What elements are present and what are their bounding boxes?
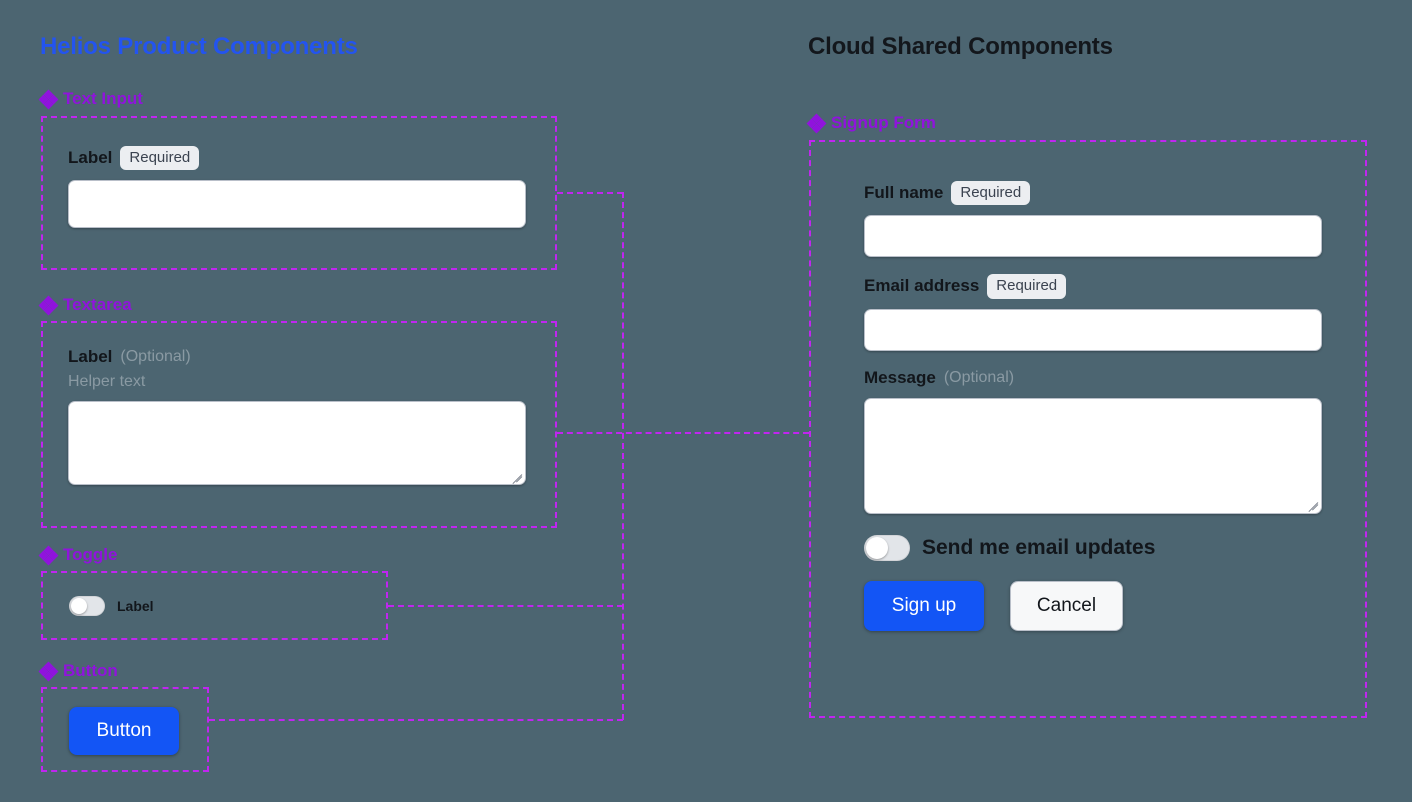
- four-diamond-icon: [38, 545, 59, 565]
- left-panel-title: Helios Product Components: [40, 33, 358, 60]
- four-diamond-icon: [38, 295, 59, 315]
- section-label-text: Signup Form: [831, 113, 936, 132]
- section-label-textarea: Textarea: [38, 295, 132, 315]
- toggle-switch[interactable]: [69, 596, 105, 616]
- right-panel-title: Cloud Shared Components: [808, 33, 1113, 60]
- component-frame-signup-form: Full name Required Email address Require…: [809, 140, 1367, 718]
- toggle-knob: [71, 598, 87, 614]
- required-badge: Required: [987, 274, 1067, 299]
- component-frame-textarea: Label (Optional) Helper text: [41, 321, 557, 528]
- component-frame-button: Button: [41, 687, 209, 772]
- component-frame-text-input: Label Required: [41, 116, 557, 270]
- toggle-knob: [866, 536, 888, 559]
- connector-trunk-vertical: [622, 192, 624, 720]
- required-badge: Required: [951, 181, 1031, 206]
- cancel-button[interactable]: Cancel: [1010, 580, 1123, 631]
- connector-button-horizontal: [209, 719, 623, 721]
- section-label-text: Textarea: [63, 295, 132, 314]
- textarea-field-header: Label (Optional): [68, 347, 526, 367]
- four-diamond-icon: [38, 661, 59, 681]
- helper-text: Helper text: [68, 373, 146, 390]
- newsletter-toggle-switch[interactable]: [864, 534, 910, 561]
- component-frame-toggle: Label: [41, 571, 388, 640]
- required-badge: Required: [120, 146, 200, 171]
- email-label: Email address: [864, 276, 980, 296]
- message-label: Message: [864, 367, 936, 387]
- connector-textarea-horizontal: [557, 432, 809, 434]
- newsletter-toggle-row[interactable]: Send me email updates: [864, 534, 1322, 561]
- text-input-field-header: Label Required: [68, 146, 526, 171]
- four-diamond-icon: [806, 113, 827, 133]
- toggle-label: Label: [117, 598, 154, 614]
- message-input[interactable]: [864, 397, 1322, 514]
- section-label-toggle: Toggle: [38, 545, 118, 565]
- section-label-text: Button: [63, 661, 118, 680]
- toggle-row[interactable]: Label: [69, 596, 154, 616]
- optional-note: (Optional): [120, 348, 191, 365]
- text-input[interactable]: [68, 180, 526, 229]
- connector-toggle-horizontal: [388, 605, 623, 607]
- form-actions: Sign up Cancel: [864, 580, 1322, 631]
- section-label-text: Toggle: [63, 545, 118, 564]
- demo-button[interactable]: Button: [69, 707, 179, 755]
- full-name-label: Full name: [864, 183, 944, 203]
- connector-text-input-horizontal: [557, 192, 623, 194]
- textarea-input[interactable]: [68, 401, 526, 485]
- email-field-header: Email address Required: [864, 274, 1322, 299]
- section-label-button: Button: [38, 661, 118, 681]
- sign-up-button[interactable]: Sign up: [864, 580, 984, 631]
- text-input-label: Label: [68, 148, 113, 168]
- full-name-input[interactable]: [864, 215, 1322, 258]
- newsletter-toggle-label: Send me email updates: [922, 535, 1156, 559]
- section-label-signup-form: Signup Form: [806, 113, 936, 133]
- textarea-label: Label: [68, 347, 113, 366]
- optional-note: (Optional): [943, 368, 1015, 386]
- email-input[interactable]: [864, 308, 1322, 351]
- section-label-text: Text Input: [63, 89, 143, 108]
- message-field-header: Message (Optional): [864, 368, 1322, 388]
- section-label-text-input: Text Input: [38, 89, 143, 109]
- four-diamond-icon: [38, 89, 59, 109]
- full-name-field-header: Full name Required: [864, 181, 1322, 206]
